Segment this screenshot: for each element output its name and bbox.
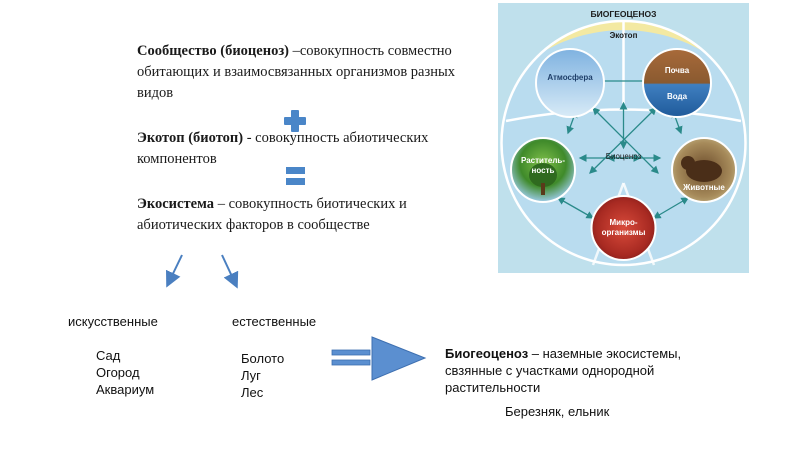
- list-item: Сад: [96, 348, 121, 363]
- relation-arrows: [556, 77, 690, 219]
- artificial-label: искусственные: [68, 314, 158, 329]
- equals-icon: [286, 167, 305, 174]
- natural-label: естественные: [232, 314, 317, 329]
- animals-label: Животные: [682, 183, 725, 192]
- ecosystem-term: Экосистема: [137, 196, 215, 212]
- ecosystem-text: – совокупность биотических и абиотически…: [137, 196, 407, 233]
- soil-water-node: [642, 48, 712, 118]
- list-item: Луг: [241, 368, 261, 383]
- micro-label-1: Микро-: [609, 218, 637, 227]
- tree-icon: [529, 163, 557, 187]
- biogeocenosis-term: Биогеоценоз: [445, 346, 529, 361]
- water-label: Вода: [667, 92, 688, 101]
- community-text: –совокупность совместно обитающих и взаи…: [137, 43, 455, 101]
- figure-title: БИОГЕОЦЕНОЗ: [591, 9, 657, 19]
- ecotope-label: Экотоп: [610, 31, 638, 40]
- big-arrow-icon: [331, 336, 427, 381]
- list-item: Аквариум: [96, 382, 155, 397]
- list-item: Лес: [241, 385, 264, 400]
- plants-label-2: ность: [532, 166, 555, 175]
- atmosphere-label: Атмосфера: [547, 73, 593, 82]
- biogeocenosis-definition: Биогеоценоз – наземные экосистемы, свзян…: [445, 345, 735, 396]
- equals-icon-lower: [286, 178, 305, 185]
- natural-list: Болото Луг Лес: [241, 350, 284, 401]
- soil-label: Почва: [665, 66, 690, 75]
- biocenosis-label: Биоценоз: [606, 152, 642, 161]
- ecotope-text: - совокупность абиотических компонентов: [137, 130, 429, 167]
- biogeocenosis-figure: БИОГЕОЦЕНОЗ Экотоп Биоценоз Атмосфера По…: [498, 3, 749, 273]
- artificial-list: Сад Огород Аквариум: [96, 347, 154, 398]
- community-definition: Сообщество (биоценоз) –совокупность совм…: [137, 41, 467, 104]
- plants-label-1: Раститель-: [521, 156, 565, 165]
- micro-label-2: организмы: [602, 228, 646, 237]
- arrow-to-artificial: [166, 254, 183, 288]
- biogeocenosis-examples: Березняк, ельник: [505, 404, 610, 419]
- bear-icon: [686, 160, 722, 182]
- ecotope-definition: Экотоп (биотоп) - совокупность абиотичес…: [137, 128, 482, 170]
- community-term: Сообщество (биоценоз): [137, 43, 289, 59]
- ecosystem-definition: Экосистема – совокупность биотических и …: [137, 194, 467, 236]
- arrow-to-natural: [221, 254, 239, 289]
- biogeocenosis-text: – наземные экосистемы, свзянные с участк…: [445, 346, 682, 395]
- ecotope-term: Экотоп (биотоп): [137, 130, 244, 146]
- list-item: Огород: [96, 365, 140, 380]
- microorganisms-node: [590, 195, 657, 261]
- plus-icon-vertical: [291, 110, 299, 132]
- list-item: Болото: [241, 351, 285, 366]
- atmosphere-node: [535, 48, 605, 118]
